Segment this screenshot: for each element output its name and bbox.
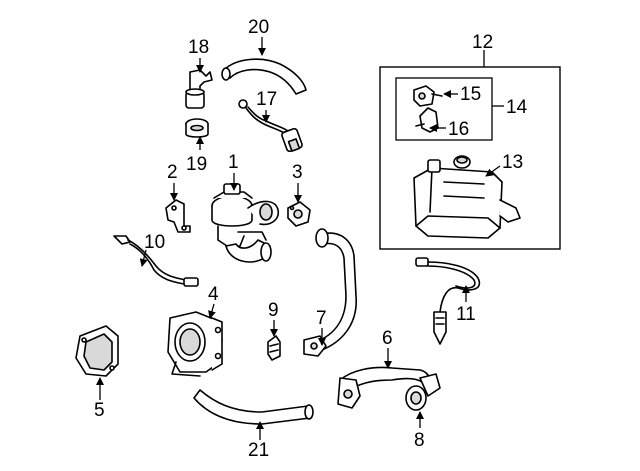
part-2-bracket [165,199,191,233]
part-18-fitting [185,69,213,109]
part-4-throttle-body [167,311,223,377]
callout-16: 16 [448,119,469,140]
part-7-pipe [303,228,357,357]
callout-15: 15 [460,84,481,105]
callout-13: 13 [502,152,523,173]
part-17-sensor [238,99,303,153]
callout-2: 2 [167,162,178,183]
callout-7: 7 [316,308,327,329]
callout-19: 19 [186,154,207,175]
part-12-assembly-frame [379,66,561,250]
part-3-gasket [287,201,311,227]
callout-8: 8 [414,430,425,451]
callout-5: 5 [94,400,105,421]
part-13-canister [413,155,521,239]
part-20-hose [221,58,307,95]
callout-1: 1 [228,152,239,173]
part-14-kit-frame [395,77,493,141]
part-19-grommet [185,118,209,138]
part-10-sensor [113,235,199,287]
callout-18: 18 [188,37,209,58]
part-9-plug [267,335,281,361]
callout-9: 9 [268,300,279,321]
part-8-gasket [405,385,427,411]
part-15-valve [413,85,443,107]
part-1-valve [211,183,280,263]
callout-14: 14 [506,97,528,118]
callout-6: 6 [382,328,393,349]
part-6-pipe [337,366,441,409]
callout-20: 20 [248,17,269,38]
part-11-sensor [415,257,481,345]
part-21-hose [193,389,314,425]
part-5-gasket [75,325,119,377]
callout-10: 10 [144,232,165,253]
callout-17: 17 [256,89,277,110]
callout-4: 4 [208,284,219,305]
callout-11: 11 [456,304,476,325]
callout-12: 12 [472,32,493,53]
callout-21: 21 [248,440,269,461]
callout-3: 3 [292,162,303,183]
